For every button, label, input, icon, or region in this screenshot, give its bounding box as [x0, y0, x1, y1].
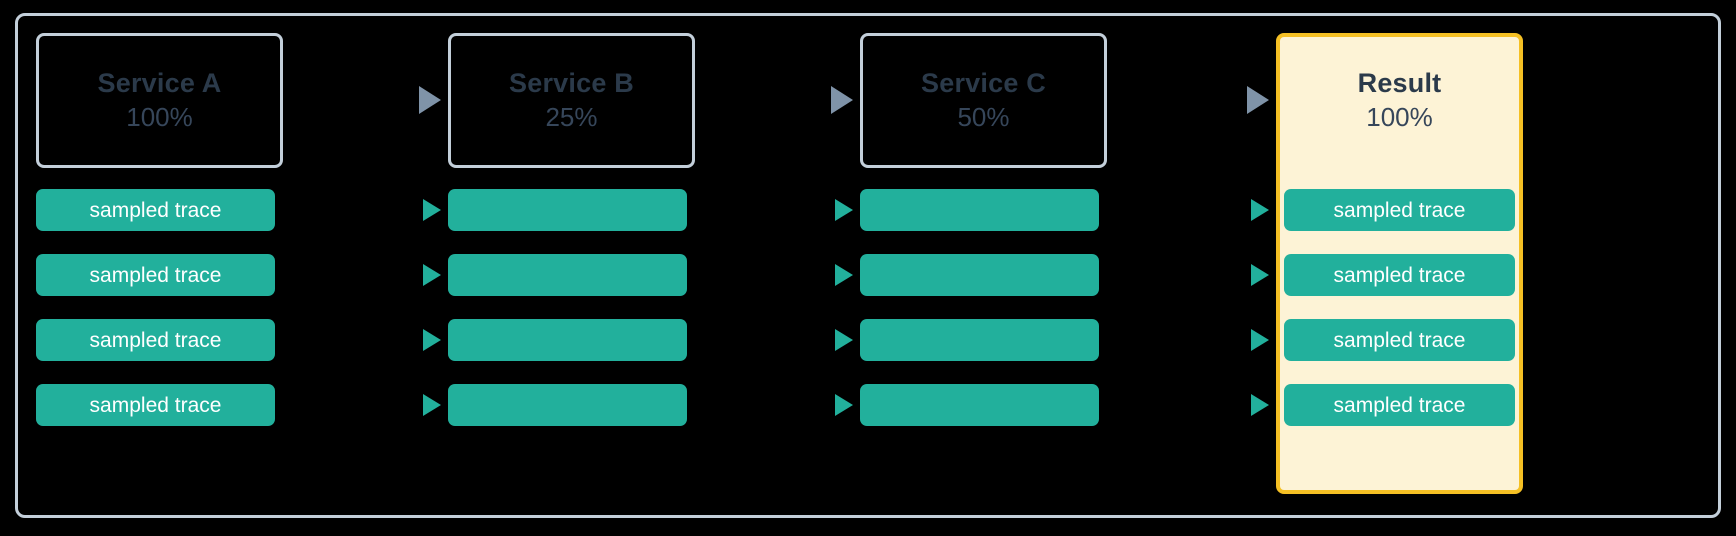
arrow-head — [835, 329, 853, 351]
trace-chip[interactable]: sampled trace — [36, 319, 275, 361]
trace-chip[interactable]: sampled trace — [1284, 319, 1515, 361]
service-title: Service B — [509, 68, 634, 99]
service-box-service-a[interactable]: Service A 100% — [36, 33, 283, 168]
trace-chip-label: sampled trace — [1333, 198, 1466, 222]
trace-chip-label: sampled trace — [1333, 328, 1466, 352]
arrow-head — [1251, 329, 1269, 351]
service-percent: 100% — [126, 102, 193, 133]
trace-chip[interactable]: sampled trace — [36, 254, 275, 296]
arrow-head — [423, 394, 441, 416]
arrow-head — [1251, 199, 1269, 221]
trace-chip-label: sampled trace — [1333, 393, 1466, 417]
arrow-head — [835, 264, 853, 286]
trace-chip[interactable] — [448, 384, 687, 426]
service-title: Service A — [97, 68, 222, 99]
trace-chip-label: sampled trace — [89, 393, 222, 417]
trace-chip[interactable] — [860, 319, 1099, 361]
service-percent: 50% — [957, 102, 1010, 133]
trace-chip[interactable] — [448, 189, 687, 231]
arrow-head — [1251, 264, 1269, 286]
trace-chip[interactable]: sampled trace — [1284, 384, 1515, 426]
trace-chip[interactable] — [860, 189, 1099, 231]
trace-chip[interactable]: sampled trace — [36, 189, 275, 231]
result-percent: 100% — [1366, 102, 1433, 133]
trace-chip[interactable]: sampled trace — [1284, 254, 1515, 296]
arrow-head — [423, 264, 441, 286]
trace-chip[interactable] — [448, 319, 687, 361]
trace-chip[interactable] — [860, 254, 1099, 296]
trace-chip[interactable] — [860, 384, 1099, 426]
arrow-head — [835, 394, 853, 416]
service-box-service-b[interactable]: Service B 25% — [448, 33, 695, 168]
arrow-head — [835, 199, 853, 221]
service-title: Service C — [921, 68, 1046, 99]
trace-chip-label: sampled trace — [89, 198, 222, 222]
arrow-head — [423, 329, 441, 351]
arrow-head — [423, 199, 441, 221]
arrow-head — [1251, 394, 1269, 416]
service-box-service-c[interactable]: Service C 50% — [860, 33, 1107, 168]
trace-chip[interactable]: sampled trace — [1284, 189, 1515, 231]
arrow-head — [1247, 86, 1269, 114]
trace-chip-label: sampled trace — [89, 328, 222, 352]
arrow-head — [419, 86, 441, 114]
trace-chip-label: sampled trace — [89, 263, 222, 287]
service-box-result[interactable]: Result 100% — [1276, 33, 1523, 168]
service-percent: 25% — [545, 102, 598, 133]
trace-chip-label: sampled trace — [1333, 263, 1466, 287]
trace-chip[interactable] — [448, 254, 687, 296]
arrow-head — [831, 86, 853, 114]
result-title: Result — [1357, 68, 1442, 99]
diagram-outer-frame — [15, 13, 1721, 518]
trace-chip[interactable]: sampled trace — [36, 384, 275, 426]
